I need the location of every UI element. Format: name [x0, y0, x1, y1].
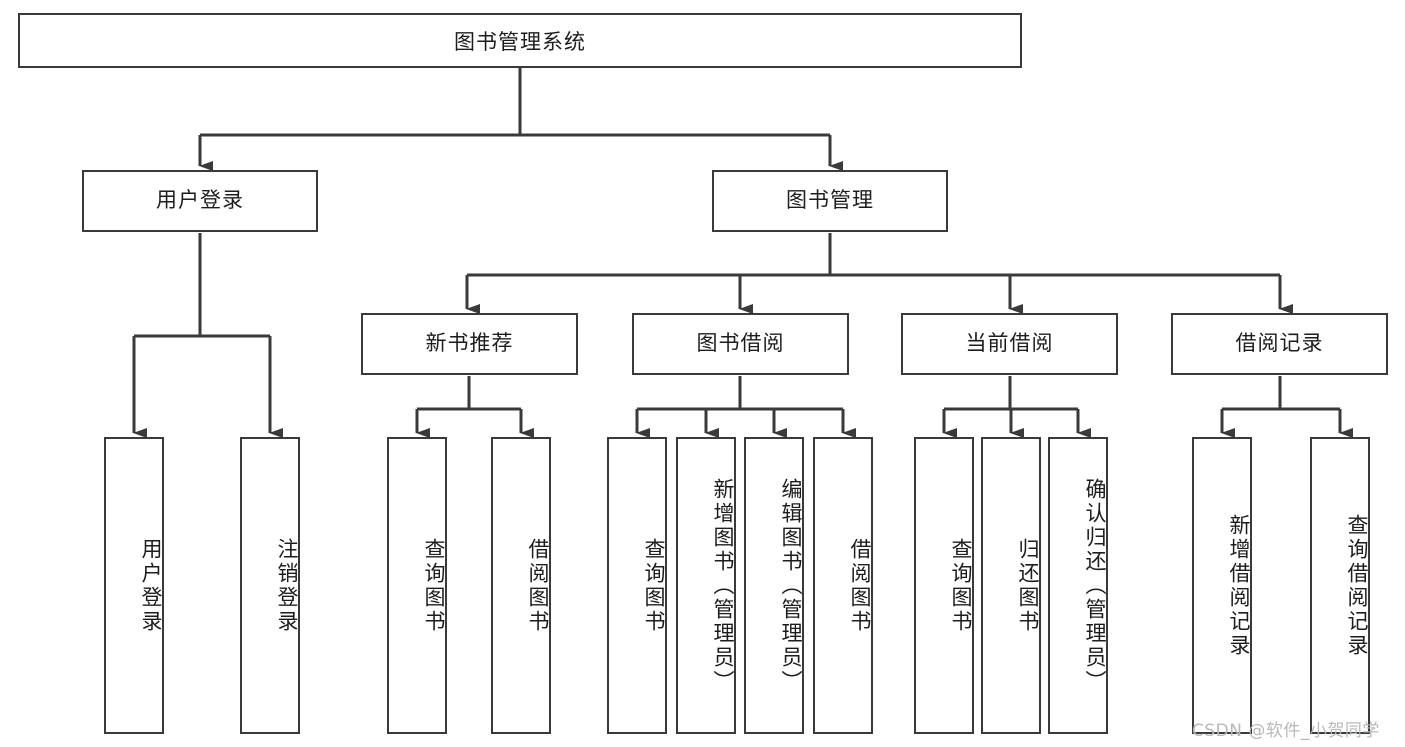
- node-user-login[interactable]: 用户登录: [82, 170, 318, 232]
- node-leaf-query-book-3[interactable]: 查询图书: [914, 437, 974, 734]
- node-borrow-record-label: 借阅记录: [1235, 331, 1324, 356]
- node-leaf-add-record-label: 新增借阅记录: [1227, 513, 1251, 658]
- node-book-management[interactable]: 图书管理: [712, 170, 948, 232]
- node-leaf-add-record[interactable]: 新增借阅记录: [1192, 437, 1252, 734]
- node-book-management-label: 图书管理: [786, 188, 874, 213]
- node-leaf-user-login[interactable]: 用户登录: [104, 437, 164, 734]
- node-leaf-add-book-label: 新增图书（管理员）: [711, 477, 735, 694]
- node-root-system[interactable]: 图书管理系统: [18, 13, 1022, 68]
- node-leaf-query-book-2[interactable]: 查询图书: [607, 437, 667, 734]
- node-root-label: 图书管理系统: [454, 29, 586, 54]
- node-leaf-query-book-1[interactable]: 查询图书: [387, 437, 447, 734]
- node-leaf-add-book[interactable]: 新增图书（管理员）: [676, 437, 736, 734]
- node-leaf-return-book-label: 归还图书: [1016, 537, 1040, 634]
- node-user-login-label: 用户登录: [156, 188, 244, 213]
- node-leaf-query-record-label: 查询借阅记录: [1345, 513, 1369, 658]
- node-leaf-borrow-book-2[interactable]: 借阅图书: [813, 437, 873, 734]
- node-leaf-user-login-label: 用户登录: [139, 537, 163, 634]
- node-leaf-return-book[interactable]: 归还图书: [981, 437, 1041, 734]
- node-book-borrow-label: 图书借阅: [696, 331, 785, 356]
- node-borrow-record[interactable]: 借阅记录: [1171, 313, 1388, 375]
- node-leaf-query-record[interactable]: 查询借阅记录: [1310, 437, 1370, 734]
- node-new-book-recommend[interactable]: 新书推荐: [361, 313, 578, 375]
- node-leaf-query-book-3-label: 查询图书: [949, 537, 973, 634]
- node-leaf-confirm-return-label: 确认归还（管理员）: [1083, 477, 1107, 694]
- node-leaf-borrow-book-2-label: 借阅图书: [848, 537, 872, 634]
- node-book-borrow[interactable]: 图书借阅: [632, 313, 849, 375]
- node-leaf-edit-book-label: 编辑图书（管理员）: [779, 477, 803, 694]
- node-leaf-borrow-book-1[interactable]: 借阅图书: [491, 437, 551, 734]
- node-leaf-edit-book[interactable]: 编辑图书（管理员）: [744, 437, 804, 734]
- node-leaf-borrow-book-1-label: 借阅图书: [526, 537, 550, 634]
- node-leaf-query-book-1-label: 查询图书: [422, 537, 446, 634]
- node-leaf-logout[interactable]: 注销登录: [240, 437, 300, 734]
- node-new-book-recommend-label: 新书推荐: [425, 331, 514, 356]
- node-leaf-logout-label: 注销登录: [275, 537, 299, 634]
- node-leaf-confirm-return[interactable]: 确认归还（管理员）: [1048, 437, 1108, 734]
- node-current-borrow[interactable]: 当前借阅: [901, 313, 1118, 375]
- node-current-borrow-label: 当前借阅: [965, 331, 1054, 356]
- node-leaf-query-book-2-label: 查询图书: [642, 537, 666, 634]
